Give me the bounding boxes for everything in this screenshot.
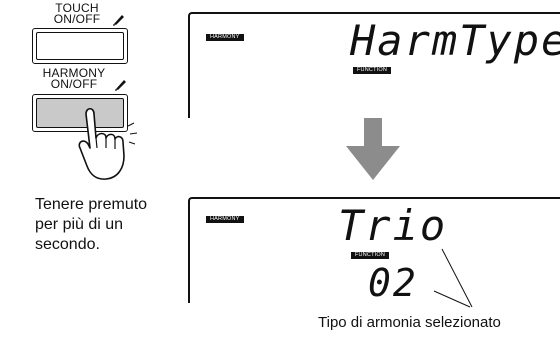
function-tag: FUNCTION <box>351 252 390 259</box>
touch-onoff-button[interactable] <box>32 28 128 64</box>
function-tag: FUNCTION <box>353 67 392 74</box>
harmony-tag: HARMONY <box>206 34 244 41</box>
touch-button-label: TOUCH ON/OFF <box>53 1 101 26</box>
selected-harmony-type-note: Tipo di armonia selezionato <box>318 314 501 331</box>
annotation-leader-lines <box>433 248 473 308</box>
hand-pointer-icon <box>78 107 138 180</box>
pen-icon <box>113 15 124 26</box>
harmony-tag: HARMONY <box>206 216 244 223</box>
harmony-onoff-button[interactable] <box>32 94 128 132</box>
harmony-button-label: HARMONY ON/OFF <box>42 66 106 91</box>
lcd-display-bottom: HARMONY Trio FUNCTION 02 <box>188 197 560 305</box>
lcd-display-top: HARMONY HarmType FUNCTION <box>188 12 560 118</box>
pen-icon <box>115 80 126 91</box>
display-main-text: Trio <box>338 201 448 250</box>
down-arrow-icon <box>346 118 400 180</box>
display-number: 02 <box>368 261 418 305</box>
instruction-text: Tenere premuto per più di un secondo. <box>35 196 148 253</box>
display-main-text: HarmType <box>350 16 560 65</box>
